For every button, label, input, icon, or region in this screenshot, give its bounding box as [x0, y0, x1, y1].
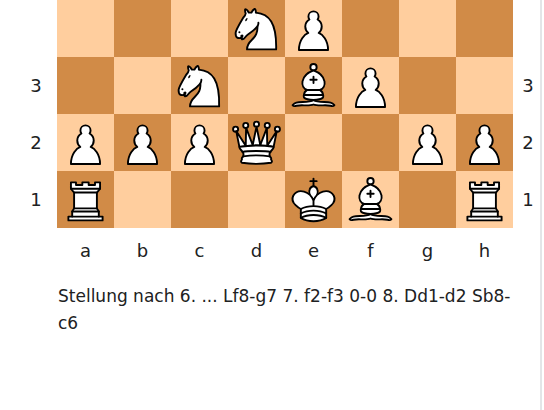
- dark-square: [228, 0, 285, 57]
- white-knight: [179, 66, 220, 107]
- light-squares: [57, 0, 513, 228]
- white-queen: [233, 122, 280, 164]
- rank-number: 2: [30, 134, 41, 152]
- rank-number: 2: [522, 134, 533, 152]
- white-pawn: [413, 125, 442, 164]
- white-bishop: [350, 178, 392, 220]
- frame-line: [541, 0, 542, 410]
- file-letter: c: [195, 242, 205, 260]
- dark-square: [342, 114, 399, 171]
- white-pawn: [470, 125, 499, 164]
- dark-square: [228, 114, 285, 171]
- file-letter: d: [251, 242, 262, 260]
- rank-number: 3: [522, 77, 533, 95]
- white-pawn: [299, 11, 328, 50]
- dark-square: [171, 57, 228, 114]
- dark-square: [285, 57, 342, 114]
- caption: Stellung nach 6. ... Lf8-g7 7. f2-f3 0-0…: [58, 283, 520, 337]
- file-letter: f: [367, 242, 373, 260]
- rank-number: 1: [30, 191, 41, 209]
- white-rook: [68, 182, 102, 220]
- rank-number: 3: [30, 77, 41, 95]
- dark-square: [342, 0, 399, 57]
- white-pawn: [71, 125, 100, 164]
- white-pawn: [356, 68, 385, 107]
- file-letter: e: [308, 242, 319, 260]
- white-rook: [467, 182, 501, 220]
- dark-square: [399, 57, 456, 114]
- white-knight: [236, 9, 277, 50]
- white-king: [292, 179, 334, 222]
- dark-square: [399, 171, 456, 228]
- file-letter: b: [137, 242, 148, 260]
- white-pawn: [185, 125, 214, 164]
- white-pawn: [128, 125, 157, 164]
- rank-number: 1: [522, 191, 533, 209]
- dark-squares: [57, 0, 513, 228]
- dark-square: [456, 0, 513, 57]
- dark-square: [285, 171, 342, 228]
- file-letter: h: [479, 242, 490, 260]
- dark-square: [114, 0, 171, 57]
- dark-square: [456, 114, 513, 171]
- file-letter: a: [80, 242, 91, 260]
- dark-square: [57, 171, 114, 228]
- white-bishop: [293, 64, 335, 106]
- dark-square: [57, 57, 114, 114]
- dark-square: [114, 114, 171, 171]
- file-letter: g: [422, 242, 433, 260]
- dark-square: [171, 171, 228, 228]
